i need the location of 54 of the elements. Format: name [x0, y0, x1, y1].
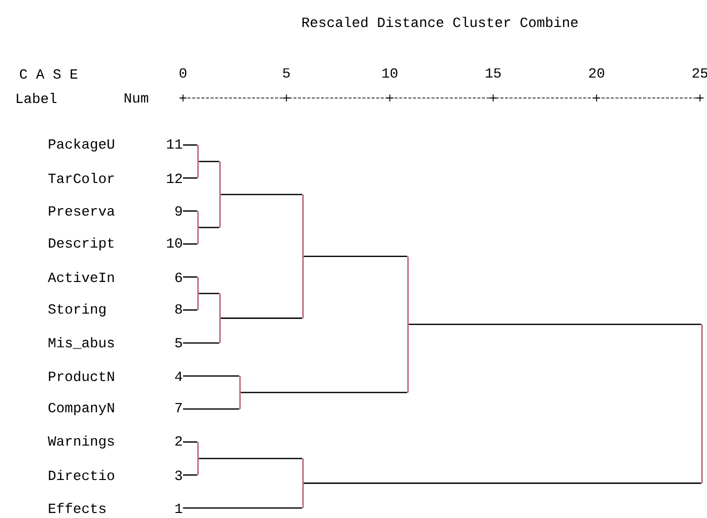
dendrogram-branch [183, 177, 198, 179]
column-header: C A S E [20, 69, 78, 79]
dendrogram-link [219, 293, 221, 343]
case-row: Descript 10 [48, 237, 182, 251]
case-row: Preserva 9 [48, 206, 182, 216]
case-row: ActiveIn 6 [48, 272, 182, 282]
dendrogram-branch [198, 160, 220, 162]
dendrogram-branch [198, 292, 220, 294]
dendrogram-link [302, 458, 304, 508]
dendrogram-link [197, 145, 199, 178]
dendrogram-branch [198, 458, 302, 460]
dendrogram-branch [183, 342, 220, 344]
dendrogram-link [197, 442, 199, 475]
dendrogram-branch [183, 474, 198, 476]
dendrogram-branch [408, 324, 702, 326]
dendrogram-branch [198, 226, 220, 228]
case-row: Warnings 2 [48, 435, 182, 449]
dendrogram-branch [183, 408, 240, 410]
tick-label: 5 [283, 68, 290, 78]
dendrogram-link [219, 162, 221, 228]
dendrogram-branch [304, 256, 408, 258]
case-row: TarColor 12 [48, 172, 182, 184]
tick-label: 15 [486, 68, 501, 78]
case-row: CompanyN 7 [48, 402, 182, 416]
dendrogram-link [701, 324, 703, 484]
dendrogram-link [407, 256, 409, 392]
case-row: Effects 1 [48, 502, 182, 514]
dendrogram-link [302, 194, 304, 318]
dendrogram-link [197, 277, 199, 310]
tick-label: 0 [180, 68, 186, 78]
dendrogram-branch [304, 482, 702, 484]
tick-label: 20 [589, 68, 604, 78]
dendrogram-branch [220, 318, 302, 319]
dendrogram-branch [240, 392, 408, 394]
dendrogram-branch [183, 375, 240, 377]
dendrogram-branch [220, 194, 302, 196]
dendrogram-branch [183, 243, 198, 245]
case-row: Mis_abus 5 [48, 337, 182, 349]
dendrogram-branch [183, 441, 198, 443]
dendrogram-link [197, 211, 199, 244]
case-row: PackageU 11 [48, 138, 182, 152]
case-row: Storing 8 [48, 303, 182, 317]
column-header: Label [16, 92, 56, 104]
dendrogram-branch [183, 309, 198, 311]
chart-title: Rescaled Distance Cluster Combine [302, 16, 578, 28]
case-row: Directio 3 [48, 470, 182, 480]
tick-label: 10 [382, 68, 398, 78]
dendrogram-link [239, 376, 241, 409]
dendrogram-branch [183, 276, 198, 278]
dendrogram-branch [183, 144, 198, 146]
dendrogram-branch [183, 507, 302, 509]
case-row: ProductN 4 [48, 370, 182, 382]
dendrogram-branch [183, 210, 198, 212]
column-header: Num [124, 93, 148, 103]
